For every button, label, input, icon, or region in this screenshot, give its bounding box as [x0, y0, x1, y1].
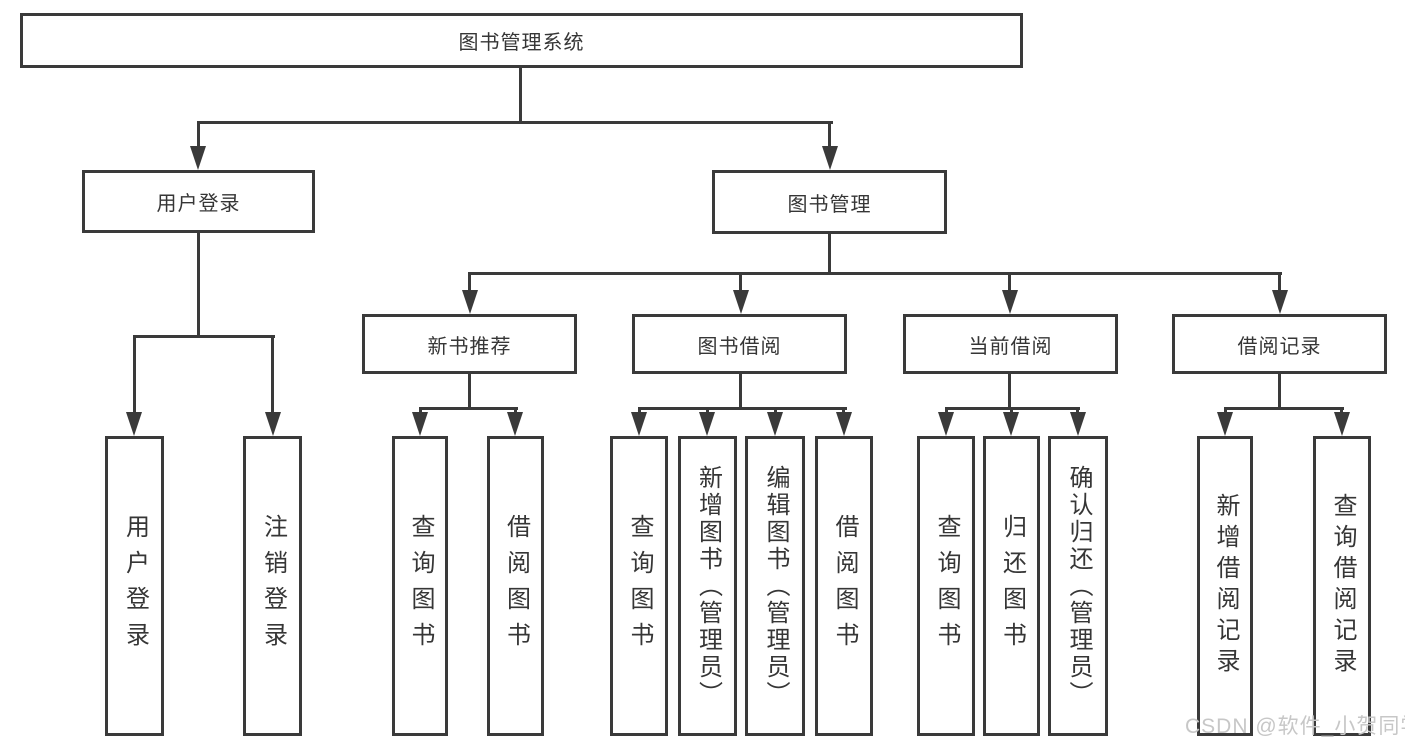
connector-records-horizontal: [1224, 407, 1344, 410]
arrow-icon-newbooks: [462, 290, 478, 314]
csdn-watermark: CSDN @软件_小贺同学: [1185, 715, 1405, 738]
node-book-management: 图书管理: [712, 170, 947, 234]
connector-borrowing-horizontal: [638, 407, 847, 410]
connector-userlogin-horizontal: [133, 335, 275, 338]
connector-stem-g2c1: [419, 407, 422, 416]
connector-stem-g3c3: [774, 407, 777, 416]
arrow-icon-current: [1002, 290, 1018, 314]
arrow-icon-leaf-logout: [265, 412, 281, 436]
arrow-icon-book-mgmt: [822, 146, 838, 170]
arrow-icon-g3c1: [631, 412, 647, 436]
connector-stem-records: [1278, 272, 1281, 294]
arrow-icon-g2c1: [412, 412, 428, 436]
connector-bookmgmt-trunk: [828, 234, 831, 275]
node-new-book-recommend: 新书推荐: [362, 314, 577, 374]
node-user-login: 用户登录: [82, 170, 315, 233]
connector-stem-g4c3: [1076, 407, 1079, 416]
connector-stem-leaf-logout: [271, 335, 274, 414]
leaf-borrow-books-1: 借阅图书: [487, 436, 544, 736]
connector-stem-book-mgmt: [828, 121, 831, 148]
arrow-icon-g2c2: [507, 412, 523, 436]
arrow-icon-g3c3: [767, 412, 783, 436]
arrow-icon-g3c4: [836, 412, 852, 436]
connector-stem-newbooks: [468, 272, 471, 294]
leaf-confirm-return-admin: 确认归还（管理员）: [1048, 436, 1108, 736]
arrow-icon-user-login: [190, 146, 206, 170]
connector-newbooks-trunk: [468, 374, 471, 410]
leaf-user-login: 用户登录: [105, 436, 164, 736]
leaf-logout: 注销登录: [243, 436, 302, 736]
connector-stem-g3c2: [706, 407, 709, 416]
node-book-borrowing: 图书借阅: [632, 314, 847, 374]
leaf-borrow-books-2: 借阅图书: [815, 436, 873, 736]
leaf-query-borrow-record: 查询借阅记录: [1313, 436, 1371, 736]
connector-stem-leaf-login: [133, 335, 136, 414]
connector-stem-g3c1: [638, 407, 641, 416]
arrow-icon-borrowing: [733, 290, 749, 314]
connector-current-trunk: [1008, 374, 1011, 410]
arrow-icon-g5c1: [1217, 412, 1233, 436]
arrow-icon-g4c3: [1070, 412, 1086, 436]
node-current-borrowing: 当前借阅: [903, 314, 1118, 374]
connector-newbooks-horizontal: [419, 407, 518, 410]
arrow-icon-records: [1272, 290, 1288, 314]
leaf-query-books-1: 查询图书: [392, 436, 448, 736]
leaf-add-borrow-record: 新增借阅记录: [1197, 436, 1253, 736]
node-borrow-records: 借阅记录: [1172, 314, 1387, 374]
connector-stem-g4c2: [1010, 407, 1013, 416]
connector-stem-borrowing: [739, 272, 742, 294]
leaf-edit-books-admin: 编辑图书（管理员）: [745, 436, 805, 736]
connector-borrowing-trunk: [739, 374, 742, 410]
connector-records-trunk: [1278, 374, 1281, 410]
connector-level3-horizontal: [468, 272, 1282, 275]
arrow-icon-g5c2: [1334, 412, 1350, 436]
node-root-system: 图书管理系统: [20, 13, 1023, 68]
connector-root-trunk: [519, 68, 522, 124]
arrow-icon-g4c2: [1003, 412, 1019, 436]
connector-userlogin-trunk: [197, 233, 200, 338]
connector-level2-horizontal: [197, 121, 833, 124]
leaf-return-books: 归还图书: [983, 436, 1040, 736]
connector-stem-g3c4: [842, 407, 845, 416]
connector-stem-g2c2: [514, 407, 517, 416]
leaf-add-books-admin: 新增图书（管理员）: [678, 436, 737, 736]
leaf-query-books-2: 查询图书: [610, 436, 668, 736]
connector-stem-g5c2: [1340, 407, 1343, 416]
arrow-icon-g3c2: [699, 412, 715, 436]
leaf-query-books-3: 查询图书: [917, 436, 975, 736]
connector-stem-g4c1: [945, 407, 948, 416]
arrow-icon-g4c1: [938, 412, 954, 436]
connector-stem-current: [1008, 272, 1011, 294]
connector-stem-g5c1: [1224, 407, 1227, 416]
connector-stem-user-login: [197, 121, 200, 148]
arrow-icon-leaf-login: [126, 412, 142, 436]
